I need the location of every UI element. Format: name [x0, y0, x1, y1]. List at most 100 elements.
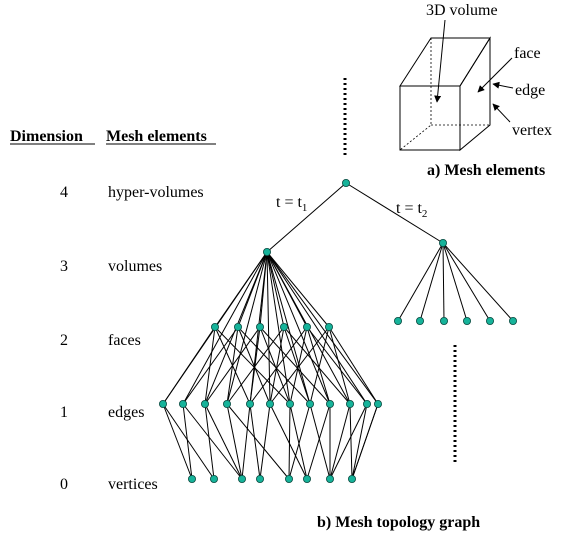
graph-node-vertex: [237, 474, 246, 483]
graph-edge-volume-edge: [266, 251, 368, 405]
graph-node-vertex: [302, 474, 311, 483]
graph-node-edge: [362, 399, 371, 408]
graph-edge-face-edge: [328, 326, 351, 405]
graph-edge-edge-vertex: [309, 403, 331, 480]
graph-node-edge: [285, 399, 294, 408]
graph-nodes: [158, 178, 517, 483]
graph-edge-face-edge: [289, 326, 308, 405]
graph-node-edge: [265, 399, 274, 408]
graph-node-face: [324, 322, 333, 331]
graph-edge-volume2-child: [419, 242, 444, 322]
caption-mesh-topology-graph: b) Mesh topology graph: [317, 514, 480, 531]
graph-edge-face-edge: [269, 326, 330, 405]
graph-node-edge: [222, 399, 231, 408]
graph-node-vertex: [347, 474, 356, 483]
row-element-faces: faces: [108, 332, 141, 349]
graph-edge-face-edge: [182, 326, 239, 405]
graph-edge-edge-vertex: [351, 403, 368, 480]
label-3d-volume: 3D volume: [426, 2, 498, 19]
row-dimension-3: 3: [60, 258, 68, 275]
graph-node-vertex: [255, 474, 264, 483]
graph-node-edge: [200, 399, 209, 408]
graph-edge-volume-edge: [226, 251, 268, 405]
graph-edge-edge-vertex: [204, 403, 243, 480]
graph-node-volume2-child: [485, 316, 494, 325]
branch-label-t1: t = t1: [276, 194, 307, 214]
graph-edge-face-edge: [214, 326, 291, 405]
graph-node-face: [279, 322, 288, 331]
graph-edge-face-edge: [259, 326, 291, 405]
graph-node-vertex: [325, 474, 334, 483]
graph-edge-edge-vertex: [241, 403, 251, 480]
row-element-edges: edges: [108, 404, 144, 421]
row-dimension-2: 2: [60, 332, 68, 349]
dimension-table: Dimension Mesh elements 4 hyper-volumes …: [10, 128, 216, 493]
graph-edge-root-volume2: [345, 182, 444, 244]
label-edge: edge: [515, 82, 545, 99]
graph-edge-edge-vertex: [182, 403, 243, 480]
row-element-hyper-volumes: hyper-volumes: [108, 184, 204, 201]
graph-edge-face-edge: [162, 326, 216, 405]
graph-edge-face-edge: [283, 326, 311, 405]
graph-edge-edge-vertex: [162, 403, 215, 480]
graph-node-face: [233, 322, 242, 331]
cube-illustration: 3D volume face edge vertex a) Mesh eleme…: [399, 2, 552, 179]
row-dimension-4: 4: [60, 184, 68, 201]
label-face: face: [514, 45, 541, 62]
graph-edge-volume-face: [266, 251, 285, 328]
graph-edge-edge-vertex: [226, 403, 290, 480]
topology-graph: t = t1 t = t2 b) Mesh topology graph: [158, 178, 517, 531]
row-dimension-1: 1: [60, 404, 68, 421]
graph-edge-volume-edge: [266, 251, 271, 405]
graph-edge-volume2-child: [442, 242, 445, 322]
arrow-vertex: [492, 103, 511, 123]
graph-edge-face-edge: [204, 326, 261, 405]
graph-edge-volume2-child: [397, 242, 444, 322]
graph-node-edge: [158, 399, 167, 408]
graph-edge-face-edge: [306, 326, 331, 405]
graph-edge-edge-vertex: [306, 403, 331, 480]
graph-edge-face-edge: [259, 326, 331, 405]
graph-edge-edge-vertex: [329, 403, 368, 480]
graph-node-volume2-child: [393, 316, 402, 325]
graph-edge-volume-edge: [266, 251, 331, 405]
graph-node-volume2-child: [508, 316, 517, 325]
row-element-volumes: volumes: [108, 258, 162, 275]
graph-node-vertex: [209, 474, 218, 483]
cube-right-face: [459, 36, 491, 152]
arrow-edge: [492, 81, 514, 89]
arrow-face: [477, 57, 513, 93]
graph-node-edge: [305, 399, 314, 408]
caption-mesh-elements: a) Mesh elements: [427, 162, 545, 179]
graph-node-vertex: [187, 474, 196, 483]
header-mesh-elements: Mesh elements: [106, 128, 207, 145]
graph-edge-edge-vertex: [351, 403, 379, 480]
graph-edges: [162, 182, 514, 480]
graph-edge-root-volume1: [266, 182, 347, 253]
graph-node-volume: [438, 238, 447, 247]
graph-node-edge: [345, 399, 354, 408]
graph-node-edge: [325, 399, 334, 408]
graph-node-edge: [245, 399, 254, 408]
graph-edge-face-edge: [309, 326, 330, 405]
label-vertex: vertex: [512, 122, 552, 139]
graph-edge-volume-edge: [266, 251, 311, 405]
graph-edge-volume-edge: [182, 251, 268, 405]
graph-node-face: [302, 322, 311, 331]
graph-edge-volume-face: [266, 251, 330, 328]
graph-edge-edge-vertex: [329, 403, 351, 480]
graph-edge-face-edge: [269, 326, 285, 405]
cube-top-face: [399, 37, 491, 87]
graph-edge-edge-vertex: [182, 403, 193, 480]
graph-edge-edge-vertex: [259, 403, 271, 480]
graph-edge-edge-vertex: [288, 403, 311, 480]
graph-node-hyper-volume: [341, 178, 350, 187]
graph-node-edge: [373, 399, 382, 408]
graph-edge-face-edge: [226, 326, 285, 405]
graph-node-volume2-child: [439, 316, 448, 325]
graph-node-face: [255, 322, 264, 331]
graph-edge-volume-edge: [266, 251, 379, 405]
branch-label-t2: t = t2: [396, 200, 427, 220]
graph-edge-face-edge: [306, 326, 368, 405]
